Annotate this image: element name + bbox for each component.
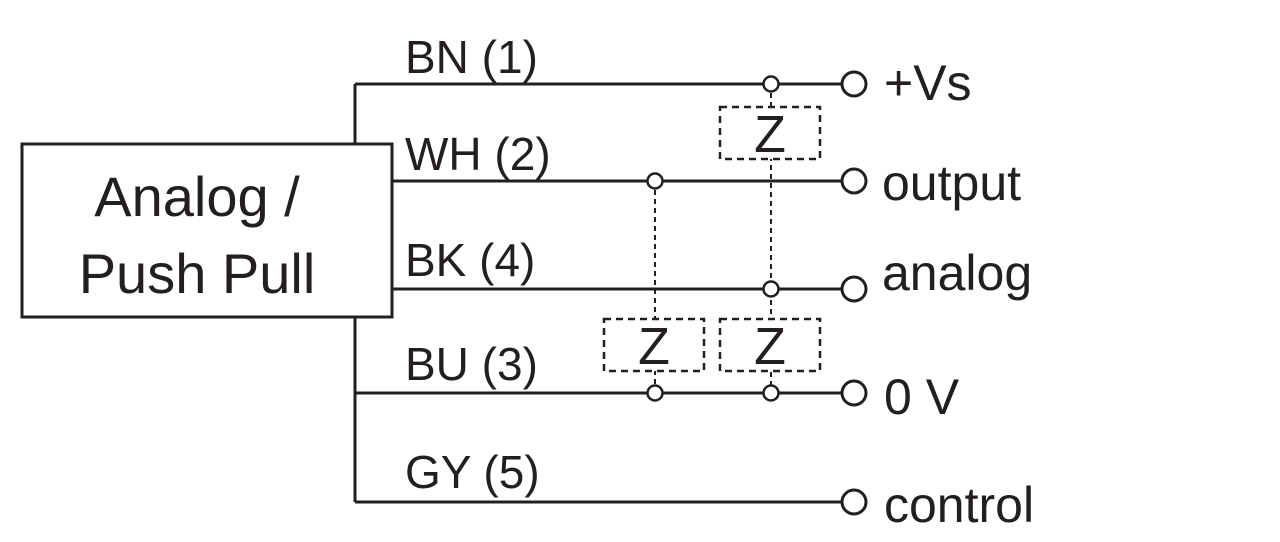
junction-bn xyxy=(762,75,780,93)
terminal-label-vs: +Vs xyxy=(884,55,972,111)
junction-bu-left xyxy=(646,384,664,402)
wire-label-bk: BK (4) xyxy=(405,234,535,286)
load-bottom-right-box xyxy=(718,317,822,373)
junction-bu-right xyxy=(762,384,780,402)
load-bottom-right-label: Z xyxy=(754,318,786,376)
load-bottom-left-label: Z xyxy=(638,318,670,376)
terminal-vs xyxy=(840,70,868,98)
wire-label-wh: WH (2) xyxy=(405,128,551,180)
terminal-label-control: control xyxy=(884,477,1034,533)
terminal-label-output: output xyxy=(882,155,1021,211)
terminal-label-analog: analog xyxy=(882,245,1032,301)
block-label-line2: Push Pull xyxy=(79,242,316,305)
terminal-label-0v: 0 V xyxy=(884,369,960,425)
wire-label-bn: BN (1) xyxy=(405,31,538,83)
wire-label-bu: BU (3) xyxy=(405,338,538,390)
junction-wh xyxy=(646,172,664,190)
terminal-0v xyxy=(840,379,868,407)
terminal-output xyxy=(840,167,868,195)
load-top-right-box xyxy=(718,105,822,161)
load-top-right-label: Z xyxy=(754,106,786,164)
sensor-block xyxy=(20,142,394,319)
wire-label-gy: GY (5) xyxy=(405,446,540,498)
junction-bk xyxy=(762,280,780,298)
load-bottom-left-box xyxy=(602,317,706,373)
terminal-control xyxy=(840,488,868,516)
terminal-analog xyxy=(840,275,868,303)
block-label-line1: Analog / xyxy=(94,165,300,228)
